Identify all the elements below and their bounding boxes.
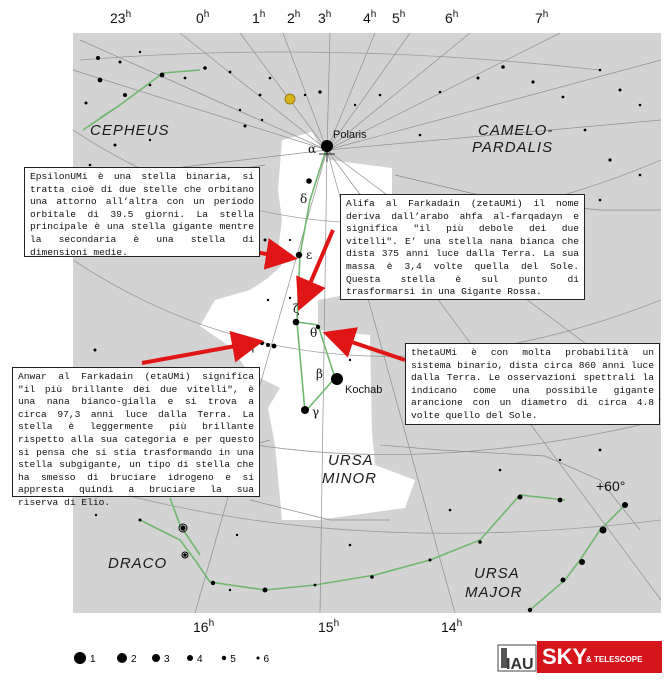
star-gamma [301, 406, 309, 414]
dec-label: +60° [596, 478, 625, 494]
legend-dot-1 [74, 652, 86, 664]
label-epsilon: ε [306, 248, 312, 262]
star-theta [315, 324, 321, 330]
label-alpha: α [308, 142, 316, 156]
legend-label-3: 3 [164, 654, 170, 665]
sky-telescope-logo: SKY & TELESCOPE [537, 641, 662, 673]
legend-dot-3 [152, 654, 160, 662]
legend-dot-4 [187, 655, 193, 661]
legend-label-5: 5 [230, 654, 236, 665]
ra-label-4h: 4h [363, 9, 376, 26]
ra-label-14h: 14h [441, 618, 462, 635]
label-polaris: Polaris [333, 129, 367, 141]
map-background [73, 33, 661, 613]
label-ursa-major-1: URSA [474, 565, 520, 582]
ra-label-6h: 6h [445, 9, 458, 26]
legend-label-1: 1 [90, 654, 96, 665]
label-delta: δ [300, 192, 307, 206]
ursa-minor-stars [271, 140, 343, 414]
label-kochab: Kochab [345, 384, 382, 396]
iau-logo: IAU [497, 644, 537, 673]
ra-label-16h: 16h [193, 618, 214, 635]
legend-label-4: 4 [197, 654, 203, 665]
label-draco: DRACO [108, 555, 167, 572]
arrow-eta [141, 330, 264, 365]
annotation-theta: thetaUMi è con molta probabilità un sist… [405, 343, 660, 425]
label-cepheus: CEPHEUS [90, 122, 170, 139]
legend-label-2: 2 [131, 654, 137, 665]
variable-stars [178, 523, 189, 559]
svg-text:& TELESCOPE: & TELESCOPE [586, 655, 643, 664]
ra-label-3h: 3h [318, 9, 331, 26]
label-theta: θ [310, 326, 317, 340]
label-zeta: ζ [293, 302, 300, 316]
label-camelopardalis-1: CAMELO- [478, 122, 553, 139]
label-ursa-minor-2: MINOR [322, 470, 377, 487]
ra-label-2h: 2h [287, 9, 300, 26]
star-beta [331, 373, 343, 385]
legend-dot-6 [256, 656, 260, 660]
ra-label-23h: 23h [110, 9, 131, 26]
legend-dot-5 [221, 655, 227, 661]
celestial-pole-marker [319, 146, 335, 162]
legend-dot-2 [117, 653, 127, 663]
ra-label-0h: 0h [196, 9, 209, 26]
svg-text:IAU: IAU [506, 656, 534, 673]
star-eta [271, 343, 277, 349]
star-zeta [292, 318, 300, 326]
arrow-theta [322, 327, 406, 362]
svg-text:SKY: SKY [542, 644, 588, 669]
label-ursa-major-2: MAJOR [465, 584, 523, 601]
legend-label-6: 6 [264, 654, 270, 665]
label-camelopardalis-2: PARDALIS [472, 139, 553, 156]
ra-label-15h: 15h [318, 618, 339, 635]
star-epsilon [295, 251, 303, 259]
label-ursa-minor-1: URSA [328, 452, 374, 469]
arrow-zeta [296, 229, 335, 312]
annotation-zeta: Alifa al Farkadain (zetaUMi) il nome der… [340, 194, 585, 300]
planet-marker [284, 93, 296, 105]
ra-label-5h: 5h [392, 9, 405, 26]
ra-label-7h: 7h [535, 9, 548, 26]
label-gamma: γ [312, 405, 319, 419]
ra-label-1h: 1h [252, 9, 265, 26]
annotation-epsilon: EpsilonUMi è una stella binaria, si trat… [24, 167, 260, 258]
star-delta [306, 178, 312, 184]
magnitude-legend: 1 2 3 4 5 6 [74, 652, 270, 665]
label-eta: η [247, 339, 254, 353]
annotation-eta: Anwar al Farkadain (etaUMi) significa "i… [12, 367, 260, 508]
label-beta: β [316, 367, 323, 381]
